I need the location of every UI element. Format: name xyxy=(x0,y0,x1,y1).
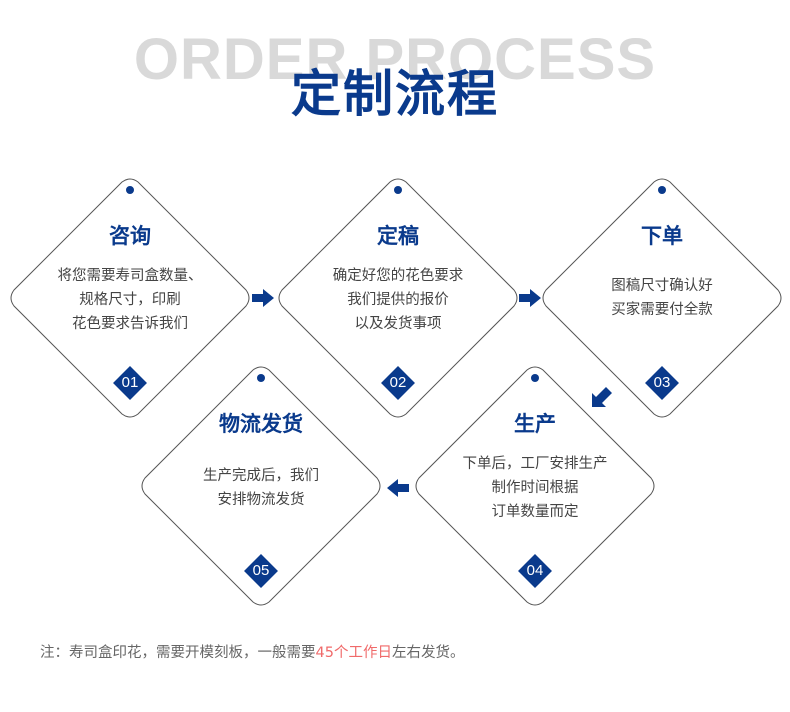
footer-note: 注：寿司盒印花，需要开模刻板，一般需要45个工作日左右发货。 xyxy=(40,642,464,664)
step-card-05: 物流发货 生产完成后，我们 安排物流发货 05 xyxy=(141,366,381,606)
step-title: 生产 xyxy=(514,412,556,436)
step-card-01: 咨询 将您需要寿司盒数量、 规格尺寸，印刷 花色要求告诉我们 01 xyxy=(10,178,250,418)
step-title: 下单 xyxy=(641,224,683,248)
step-number: 05 xyxy=(252,562,270,579)
step-number: 02 xyxy=(389,374,407,391)
diamond-frame xyxy=(278,178,518,418)
step-number-badge: 03 xyxy=(645,366,679,400)
step-description: 确定好您的花色要求 我们提供的报价 以及发货事项 xyxy=(298,264,498,336)
step-number-badge: 02 xyxy=(381,366,415,400)
step-description: 将您需要寿司盒数量、 规格尺寸，印刷 花色要求告诉我们 xyxy=(30,264,230,336)
desc-line: 图稿尺寸确认好 xyxy=(611,278,713,294)
arrow-right-icon xyxy=(519,289,541,307)
step-card-03: 下单 图稿尺寸确认好 买家需要付全款 03 xyxy=(542,178,782,418)
note-prefix: 注：寿司盒印花，需要开模刻板，一般需要 xyxy=(40,645,316,661)
step-title: 物流发货 xyxy=(219,412,303,436)
arrow-down-left-icon xyxy=(592,387,612,407)
dot-icon xyxy=(257,374,265,382)
step-card-04: 生产 下单后，工厂安排生产 制作时间根据 订单数量而定 04 xyxy=(415,366,655,606)
step-number-badge: 05 xyxy=(244,554,278,588)
arrow-right-icon xyxy=(252,289,274,307)
step-number-badge: 04 xyxy=(518,554,552,588)
diamond-frame xyxy=(141,366,381,606)
step-number: 01 xyxy=(121,374,139,391)
desc-line: 确定好您的花色要求 xyxy=(332,268,464,284)
desc-line: 安排物流发货 xyxy=(217,492,305,508)
desc-line: 以及发货事项 xyxy=(354,316,442,332)
desc-line: 生产完成后，我们 xyxy=(203,468,319,484)
desc-line: 规格尺寸，印刷 xyxy=(79,292,181,308)
desc-line: 制作时间根据 xyxy=(491,480,579,496)
desc-line: 我们提供的报价 xyxy=(347,292,449,308)
step-number: 04 xyxy=(526,562,544,579)
diamond-frame xyxy=(542,178,782,418)
note-highlight: 45个工作日 xyxy=(315,645,392,661)
desc-line: 将您需要寿司盒数量、 xyxy=(57,268,203,284)
step-title: 咨询 xyxy=(109,224,151,248)
step-number-badge: 01 xyxy=(113,366,147,400)
diamond-frame xyxy=(415,366,655,606)
note-suffix: 左右发货。 xyxy=(391,645,465,661)
desc-line: 花色要求告诉我们 xyxy=(72,316,188,332)
step-description: 生产完成后，我们 安排物流发货 xyxy=(161,464,361,512)
step-description: 图稿尺寸确认好 买家需要付全款 xyxy=(562,274,762,322)
diamond-frame xyxy=(10,178,250,418)
dot-icon xyxy=(394,186,402,194)
step-card-02: 定稿 确定好您的花色要求 我们提供的报价 以及发货事项 02 xyxy=(278,178,518,418)
dot-icon xyxy=(658,186,666,194)
dot-icon xyxy=(126,186,134,194)
arrow-left-icon xyxy=(387,479,409,497)
step-number: 03 xyxy=(653,374,671,391)
desc-line: 下单后，工厂安排生产 xyxy=(462,456,608,472)
page-title: 定制流程 xyxy=(291,65,499,123)
desc-line: 买家需要付全款 xyxy=(611,302,713,318)
dot-icon xyxy=(531,374,539,382)
desc-line: 订单数量而定 xyxy=(491,504,579,520)
background-title: ORDER PROCESS xyxy=(133,27,657,92)
step-title: 定稿 xyxy=(377,224,419,248)
step-description: 下单后，工厂安排生产 制作时间根据 订单数量而定 xyxy=(435,452,635,524)
